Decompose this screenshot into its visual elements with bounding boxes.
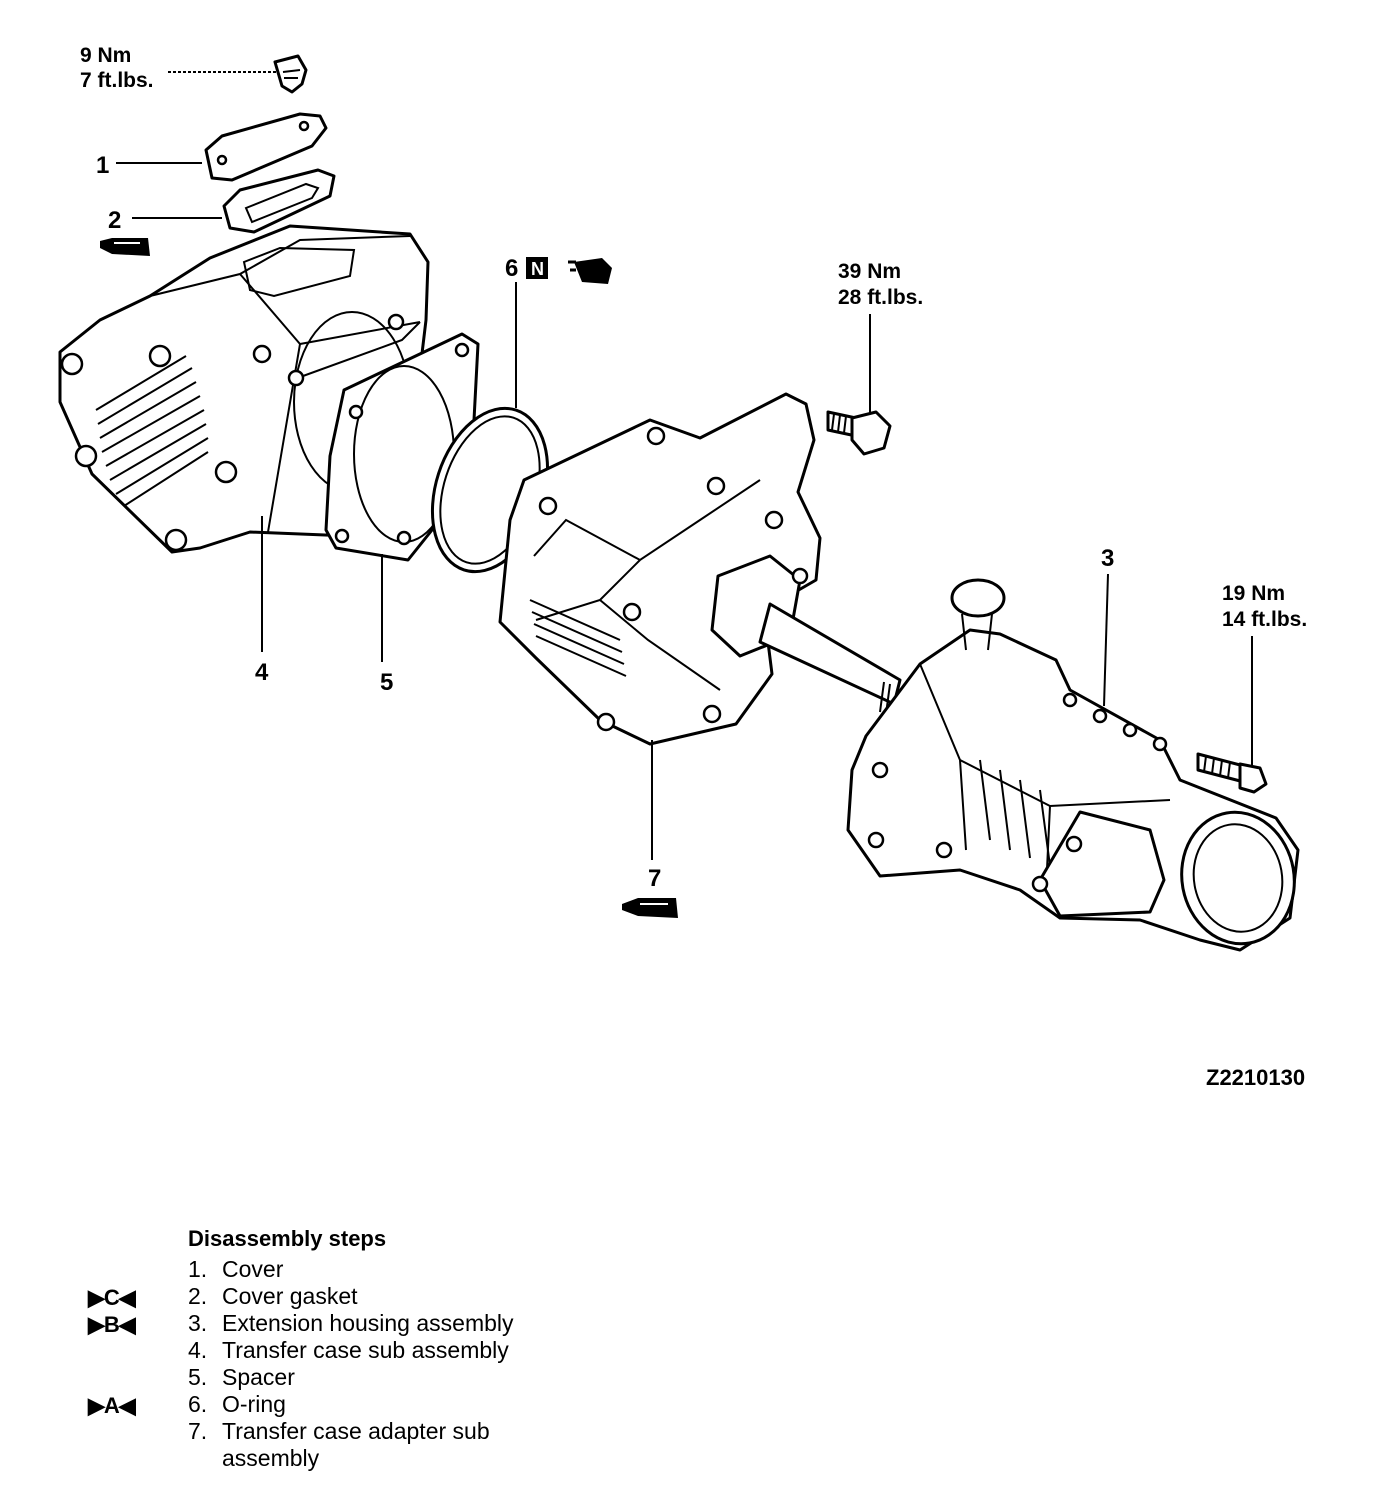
- new-part-symbol: N: [531, 259, 544, 279]
- step-text: Cover: [222, 1256, 284, 1282]
- step-number: 7.: [188, 1418, 208, 1444]
- step-number: 6.: [188, 1391, 208, 1417]
- step-text: O-ring: [222, 1391, 286, 1417]
- procedure-mark: ▶B◀: [88, 1312, 136, 1337]
- torque-top-nm: 9 Nm: [80, 44, 131, 67]
- torque-extension-nm: 19 Nm: [1222, 582, 1285, 605]
- step-number: 1.: [188, 1256, 208, 1282]
- callout-5: 5: [380, 669, 393, 696]
- sealant-tube-icon: [100, 238, 150, 256]
- callout-6: 6: [505, 255, 518, 282]
- callout-3: 3: [1101, 545, 1114, 572]
- procedure-mark: ▶C◀: [88, 1285, 136, 1310]
- extension-housing-assembly: [846, 578, 1300, 952]
- transfer-case-adapter-sub-assembly: [498, 392, 822, 746]
- figure-code: Z2210130: [1206, 1065, 1305, 1090]
- adapter-bolt: [826, 410, 892, 456]
- extension-bolt: [1196, 752, 1268, 794]
- torque-adapter-ftlbs: 28 ft.lbs.: [838, 286, 923, 309]
- callout-1: 1: [96, 152, 109, 179]
- callout-7: 7: [648, 865, 661, 892]
- disassembly-step: 1. Cover: [188, 1256, 608, 1283]
- step-number: 5.: [188, 1364, 208, 1390]
- step-text: Transfer case adapter sub assembly: [222, 1418, 490, 1471]
- disassembly-steps-list: 1. Cover ▶C◀ 2. Cover gasket ▶B◀ 3. Extension h…: [88, 1256, 608, 1472]
- callout-2: 2: [108, 207, 121, 234]
- cooling-fins: [95, 355, 209, 507]
- step-number: 3.: [188, 1310, 208, 1336]
- leader-line-3: [1103, 573, 1109, 707]
- oil-can-icon: [568, 258, 612, 284]
- step-number: 4.: [188, 1337, 208, 1363]
- disassembly-step: 5. Spacer: [188, 1364, 608, 1391]
- step-text: Cover gasket: [222, 1283, 358, 1309]
- torque-top-ftlbs: 7 ft.lbs.: [80, 69, 154, 92]
- disassembly-step: ▶C◀ 2. Cover gasket: [88, 1283, 608, 1310]
- disassembly-step: ▶B◀ 3. Extension housing assembly: [88, 1310, 608, 1337]
- step-text: Spacer: [222, 1364, 295, 1390]
- torque-adapter-nm: 39 Nm: [838, 260, 901, 283]
- new-part-icon: [526, 257, 548, 279]
- top-bolt: [273, 54, 308, 94]
- output-shaft: [758, 602, 902, 715]
- cover-gasket-part: [222, 168, 336, 234]
- disassembly-step: 7. Transfer case adapter sub assembly: [188, 1418, 608, 1472]
- disassembly-steps-title: Disassembly steps: [188, 1226, 387, 1251]
- sealant-tube-icon: [622, 898, 678, 918]
- torque-extension-ftlbs: 14 ft.lbs.: [1222, 608, 1307, 631]
- callout-4: 4: [255, 659, 269, 686]
- disassembly-step: ▶A◀ 6. O-ring: [88, 1391, 608, 1418]
- disassembly-steps: Disassembly steps 1. Cover ▶C◀ 2. Cover gask…: [88, 1222, 608, 1472]
- step-text: Extension housing assembly: [222, 1310, 514, 1336]
- step-text: Transfer case sub assembly: [222, 1337, 509, 1363]
- disassembly-step: 4. Transfer case sub assembly: [188, 1337, 608, 1364]
- procedure-mark: ▶A◀: [88, 1393, 136, 1418]
- step-number: 2.: [188, 1283, 208, 1309]
- cover-part: [204, 112, 328, 182]
